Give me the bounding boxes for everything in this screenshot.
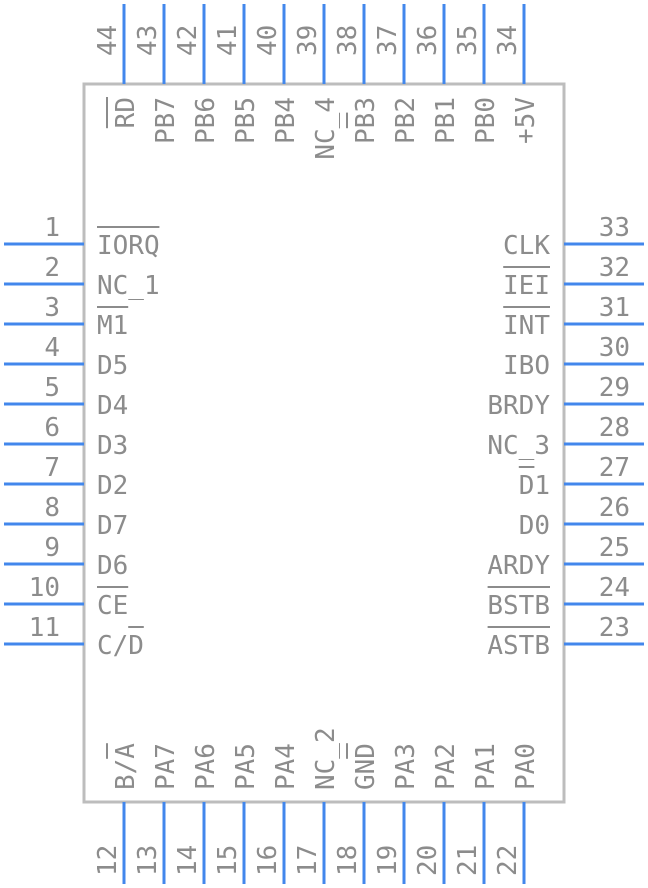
pin-number-20: 20 [413, 845, 443, 876]
pin-label-19: PA3 [391, 743, 421, 790]
pin-label-21: PA1 [471, 743, 501, 790]
pin-label-32: IEI [503, 271, 550, 301]
pin-label-1: IORQ [97, 231, 160, 261]
pin-label-33: CLK [503, 231, 550, 261]
pin-label-20: PA2 [431, 743, 461, 790]
pin-label-31: INT [503, 311, 550, 341]
pin-number-23: 23 [599, 613, 630, 643]
pin-label-40: PB4 [271, 97, 301, 144]
pin-number-16: 16 [253, 845, 283, 876]
pin-label-5: D4 [97, 391, 128, 421]
pin-number-36: 36 [413, 25, 443, 56]
pin-label-35: PB0 [471, 97, 501, 144]
pin-number-38: 38 [333, 25, 363, 56]
pin-number-40: 40 [253, 25, 283, 56]
pin-label-25: ARDY [487, 551, 550, 581]
pin-label-39: NC_4 [311, 97, 341, 160]
pin-label-29: BRDY [487, 391, 550, 421]
pin-number-41: 41 [213, 25, 243, 56]
pin-label-34: +5V [511, 97, 541, 144]
pin-label-44: RD [111, 97, 141, 128]
pin-label-27: D1 [519, 471, 550, 501]
pin-number-39: 39 [293, 25, 323, 56]
pin-label-36: PB1 [431, 97, 461, 144]
pin-label-4: D5 [97, 351, 128, 381]
pin-number-30: 30 [599, 333, 630, 363]
pin-number-42: 42 [173, 25, 203, 56]
pin-label-6: D3 [97, 431, 128, 461]
pin-number-24: 24 [599, 573, 630, 603]
pin-number-13: 13 [133, 845, 163, 876]
pin-number-7: 7 [44, 453, 60, 483]
pin-label-37: PB2 [391, 97, 421, 144]
pin-label-12: B/A [111, 743, 141, 790]
pin-label-22: PA0 [511, 743, 541, 790]
pin-label-38: PB3 [351, 97, 381, 144]
pin-number-9: 9 [44, 533, 60, 563]
pin-number-19: 19 [373, 845, 403, 876]
ic-body [82, 82, 566, 804]
pin-label-30: IBO [503, 351, 550, 381]
pin-label-2: NC_1 [97, 271, 160, 301]
pin-label-8: D7 [97, 511, 128, 541]
pin-label-28: NC_3 [487, 431, 550, 461]
pin-label-13: PA7 [151, 743, 181, 790]
pin-label-17: NC_2 [311, 727, 341, 790]
pin-number-5: 5 [44, 373, 60, 403]
pin-number-8: 8 [44, 493, 60, 523]
pin-label-14: PA6 [191, 743, 221, 790]
pin-number-44: 44 [93, 25, 123, 56]
pin-number-37: 37 [373, 25, 403, 56]
pin-label-10: CE [97, 591, 128, 621]
pin-number-29: 29 [599, 373, 630, 403]
pin-number-28: 28 [599, 413, 630, 443]
pin-label-15: PA5 [231, 743, 261, 790]
pin-label-3: M1 [97, 311, 128, 341]
pin-number-32: 32 [599, 253, 630, 283]
pin-label-16: PA4 [271, 743, 301, 790]
pin-label-7: D2 [97, 471, 128, 501]
pin-label-41: PB5 [231, 97, 261, 144]
pin-number-6: 6 [44, 413, 60, 443]
pin-number-43: 43 [133, 25, 163, 56]
pin-number-22: 22 [493, 845, 523, 876]
pin-label-42: PB6 [191, 97, 221, 144]
pin-number-4: 4 [44, 333, 60, 363]
pin-number-33: 33 [599, 213, 630, 243]
pin-number-2: 2 [44, 253, 60, 283]
pin-number-15: 15 [213, 845, 243, 876]
pin-number-21: 21 [453, 845, 483, 876]
pin-number-27: 27 [599, 453, 630, 483]
pin-number-12: 12 [93, 845, 123, 876]
pin-label-26: D0 [519, 511, 550, 541]
pin-number-14: 14 [173, 845, 203, 876]
pin-number-18: 18 [333, 845, 363, 876]
pin-label-23: ASTB [487, 631, 550, 661]
pin-label-43: PB7 [151, 97, 181, 144]
pin-number-25: 25 [599, 533, 630, 563]
pin-number-1: 1 [44, 213, 60, 243]
pin-number-31: 31 [599, 293, 630, 323]
pin-label-9: D6 [97, 551, 128, 581]
pin-number-26: 26 [599, 493, 630, 523]
pin-label-11: C/D [97, 631, 144, 661]
pin-number-11: 11 [29, 613, 60, 643]
pin-label-24: BSTB [487, 591, 550, 621]
pin-number-34: 34 [493, 25, 523, 56]
pin-number-17: 17 [293, 845, 323, 876]
pin-number-35: 35 [453, 25, 483, 56]
pin-number-10: 10 [29, 573, 60, 603]
pin-number-3: 3 [44, 293, 60, 323]
pin-label-18: GND [351, 743, 381, 790]
